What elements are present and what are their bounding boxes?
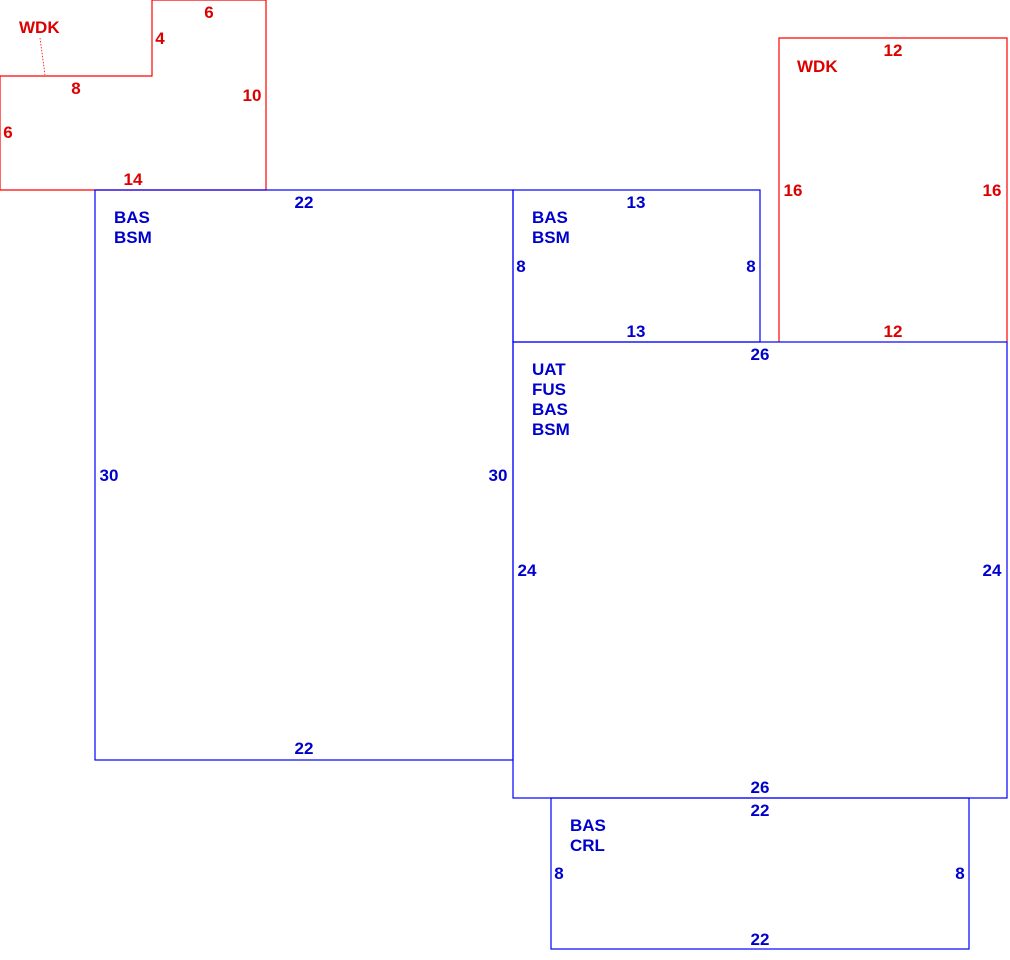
area-left-dim-bottom: 22 — [295, 739, 314, 758]
area-bottom-dim-left: 8 — [554, 864, 563, 883]
area-main-code-3: BAS — [532, 400, 568, 419]
area-main-dim-left: 24 — [518, 561, 537, 580]
deck-right: WDK 12 16 16 12 — [778, 37, 1008, 342]
area-left: BAS BSM 22 30 30 22 — [94, 189, 514, 761]
area-main-code-1: UAT — [532, 360, 566, 379]
deck-left-dim-mid: 8 — [71, 79, 80, 98]
area-small-dim-left: 8 — [516, 257, 525, 276]
area-left-outline — [94, 189, 514, 761]
deck-left-dim-bottom: 14 — [124, 170, 143, 189]
deck-right-dim-bottom: 12 — [884, 322, 903, 341]
area-small: BAS BSM 13 8 8 13 — [512, 189, 761, 343]
deck-left-dim-top: 6 — [204, 3, 213, 22]
deck-right-dim-right: 16 — [983, 181, 1002, 200]
area-left-code-1: BAS — [114, 208, 150, 227]
area-small-code-2: BSM — [532, 228, 570, 247]
area-main-dim-top: 26 — [751, 345, 770, 364]
deck-left-outline — [0, 0, 267, 191]
area-main-code-4: BSM — [532, 420, 570, 439]
area-small-dim-right: 8 — [746, 257, 755, 276]
deck-right-dim-left: 16 — [784, 181, 803, 200]
area-left-dim-left: 30 — [100, 466, 119, 485]
deck-left-dim-step: 4 — [155, 29, 165, 48]
area-small-dim-bottom: 13 — [627, 322, 646, 341]
deck-right-label: WDK — [797, 57, 838, 76]
area-bottom-dim-top: 22 — [751, 801, 770, 820]
deck-left-dim-right: 10 — [243, 86, 262, 105]
area-bottom-outline — [550, 797, 970, 950]
area-left-dim-top: 22 — [295, 193, 314, 212]
deck-right-outline — [778, 37, 1008, 342]
area-main-dim-bottom: 26 — [751, 778, 770, 797]
area-bottom: BAS CRL 22 8 8 22 — [550, 797, 970, 950]
deck-left-label: WDK — [19, 18, 60, 37]
deck-left-dim-left: 6 — [3, 123, 12, 142]
area-small-code-1: BAS — [532, 208, 568, 227]
area-bottom-code-2: CRL — [570, 836, 605, 855]
area-left-dim-right: 30 — [489, 466, 508, 485]
deck-left-label-leader — [39, 37, 46, 76]
deck-right-dim-top: 12 — [884, 41, 903, 60]
area-main-dim-right: 24 — [983, 561, 1002, 580]
area-main-outline — [512, 341, 1008, 799]
area-bottom-dim-right: 8 — [955, 864, 964, 883]
area-bottom-code-1: BAS — [570, 816, 606, 835]
area-left-code-2: BSM — [114, 228, 152, 247]
area-bottom-dim-bottom: 22 — [751, 930, 770, 949]
deck-left: WDK 6 4 8 10 6 14 — [0, 0, 267, 191]
area-main: UAT FUS BAS BSM 26 24 24 26 — [512, 341, 1008, 799]
area-small-dim-top: 13 — [627, 193, 646, 212]
area-main-code-2: FUS — [532, 380, 566, 399]
